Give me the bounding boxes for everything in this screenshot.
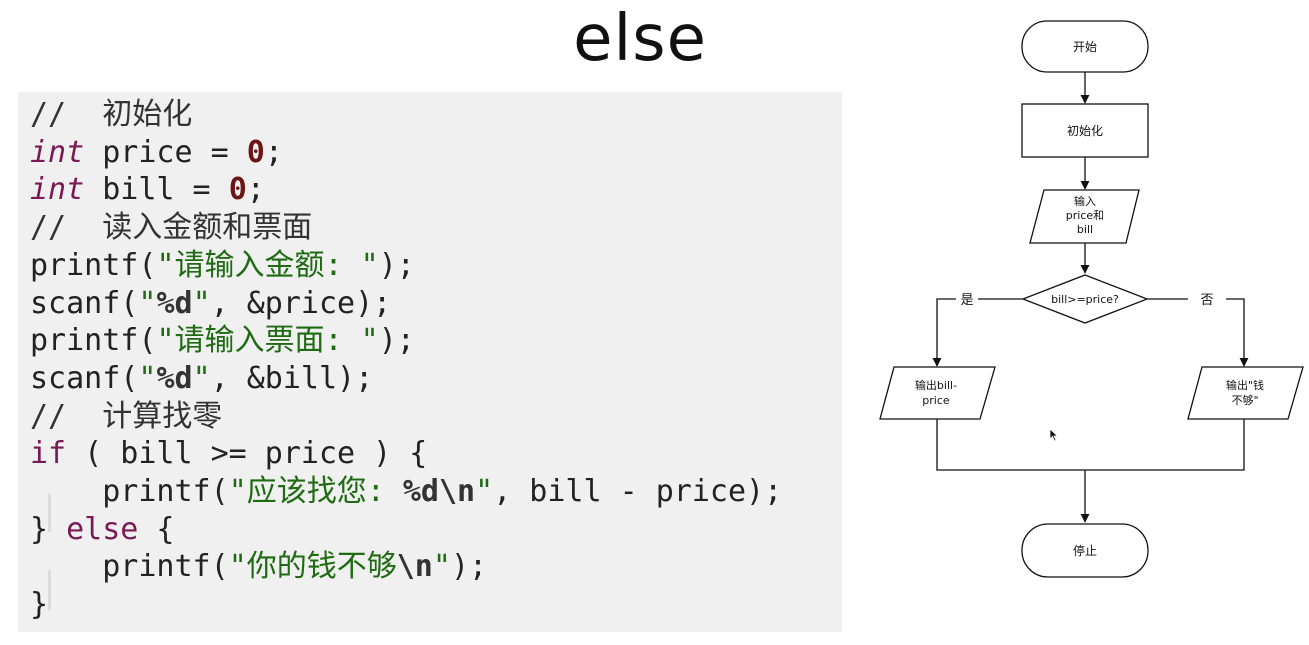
code-token: "请输入票面: "	[156, 323, 379, 359]
code-token: 0	[246, 134, 265, 170]
code-line: printf("请输入票面: ");	[30, 322, 415, 360]
code-token: , &bill);	[210, 360, 374, 396]
code-token: bill =	[84, 172, 229, 208]
decision-label: bill>=price?	[1051, 293, 1119, 306]
code-token: ( bill >= price ) {	[66, 436, 428, 472]
code-token: );	[378, 323, 415, 359]
start-label: 开始	[1073, 40, 1097, 54]
input-label-line3: bill	[1077, 223, 1093, 236]
slide-title: else	[573, 2, 707, 76]
code-token: "请输入金额: "	[156, 247, 379, 283]
input-label-line1: 输入	[1074, 194, 1096, 208]
code-token: "	[192, 285, 211, 321]
code-token: );	[450, 549, 488, 585]
code-token: printf(	[30, 549, 229, 585]
code-token: // 初始化	[30, 97, 193, 132]
code-token: printf(	[30, 474, 229, 509]
code-token: "	[192, 360, 211, 396]
code-token: %d	[156, 360, 193, 396]
output-no-io-box	[1187, 366, 1304, 420]
code-token: price =	[84, 134, 247, 170]
output-no-line2: 不够"	[1231, 394, 1258, 407]
code-line: printf("请输入金额: ");	[30, 247, 415, 285]
code-token: printf(	[30, 247, 157, 283]
input-label-line2: price和	[1066, 209, 1104, 222]
code-token: {	[138, 511, 175, 547]
code-token: \n	[396, 549, 433, 585]
code-line: // 计算找零	[30, 398, 222, 436]
code-token: // 计算找零	[30, 398, 223, 434]
code-token: printf(	[30, 323, 157, 359]
code-line: // 初始化	[30, 96, 192, 134]
code-token: }	[30, 511, 67, 547]
merge-line	[936, 419, 1245, 471]
code-token: scanf(	[30, 360, 139, 396]
indent-guide	[48, 570, 51, 610]
code-line: if ( bill >= price ) {	[30, 435, 427, 473]
indent-guide	[48, 494, 51, 532]
code-token: scanf(	[30, 285, 139, 321]
code-line: int price = 0;	[30, 134, 283, 172]
code-line: printf("你的钱不够\n");	[30, 548, 487, 586]
code-token: "你的钱不够	[228, 549, 397, 585]
code-line: printf("应该找您: %d\n", bill - price);	[30, 473, 782, 511]
code-token: // 读入金额和票面	[30, 210, 313, 246]
output-yes-io-box	[879, 366, 996, 420]
code-token: }	[30, 587, 49, 623]
code-token: "	[475, 474, 494, 509]
code-line: scanf("%d", &bill);	[30, 360, 373, 398]
output-yes-line1: 输出bill-	[915, 378, 957, 392]
flowchart: 开始 初始化 输入 price和 bill bill>=price? 是 否 输…	[879, 20, 1304, 578]
stop-terminal	[1021, 523, 1149, 578]
code-token: int	[30, 134, 85, 170]
code-line: scanf("%d", &price);	[30, 285, 391, 323]
code-token: ;	[264, 134, 283, 170]
no-branch-label: 否	[1200, 293, 1213, 308]
code-line: } else {	[30, 511, 175, 549]
start-terminal	[1021, 20, 1149, 73]
input-io-box	[1029, 189, 1140, 244]
code-token: int	[30, 172, 85, 208]
output-no-line1: 输出"钱	[1226, 378, 1264, 392]
code-line: int bill = 0;	[30, 171, 265, 209]
code-token: 0	[228, 172, 247, 208]
code-token: %d\n	[402, 474, 476, 509]
no-line-right	[1226, 298, 1249, 367]
mouse-pointer-icon	[1049, 428, 1059, 442]
code-token: , &price);	[210, 285, 392, 321]
init-label: 初始化	[1067, 124, 1103, 138]
code-token: "	[138, 285, 157, 321]
decision-diamond	[1021, 274, 1149, 324]
code-token: "	[432, 549, 451, 585]
code-token: %d	[156, 285, 193, 321]
output-yes-line2: price	[922, 394, 950, 407]
yes-line-left	[932, 298, 956, 367]
code-token: else	[66, 511, 139, 547]
code-token: if	[30, 436, 67, 472]
stop-label: 停止	[1073, 543, 1097, 558]
yes-branch-label: 是	[960, 293, 973, 308]
code-token: "应该找您:	[228, 474, 403, 509]
code-line: // 读入金额和票面	[30, 209, 312, 247]
code-token: , bill - price);	[493, 474, 783, 509]
code-token: );	[378, 247, 415, 283]
init-process-box	[1021, 103, 1149, 158]
code-line: }	[30, 586, 48, 624]
code-token: "	[138, 360, 157, 396]
code-token: ;	[246, 172, 265, 208]
